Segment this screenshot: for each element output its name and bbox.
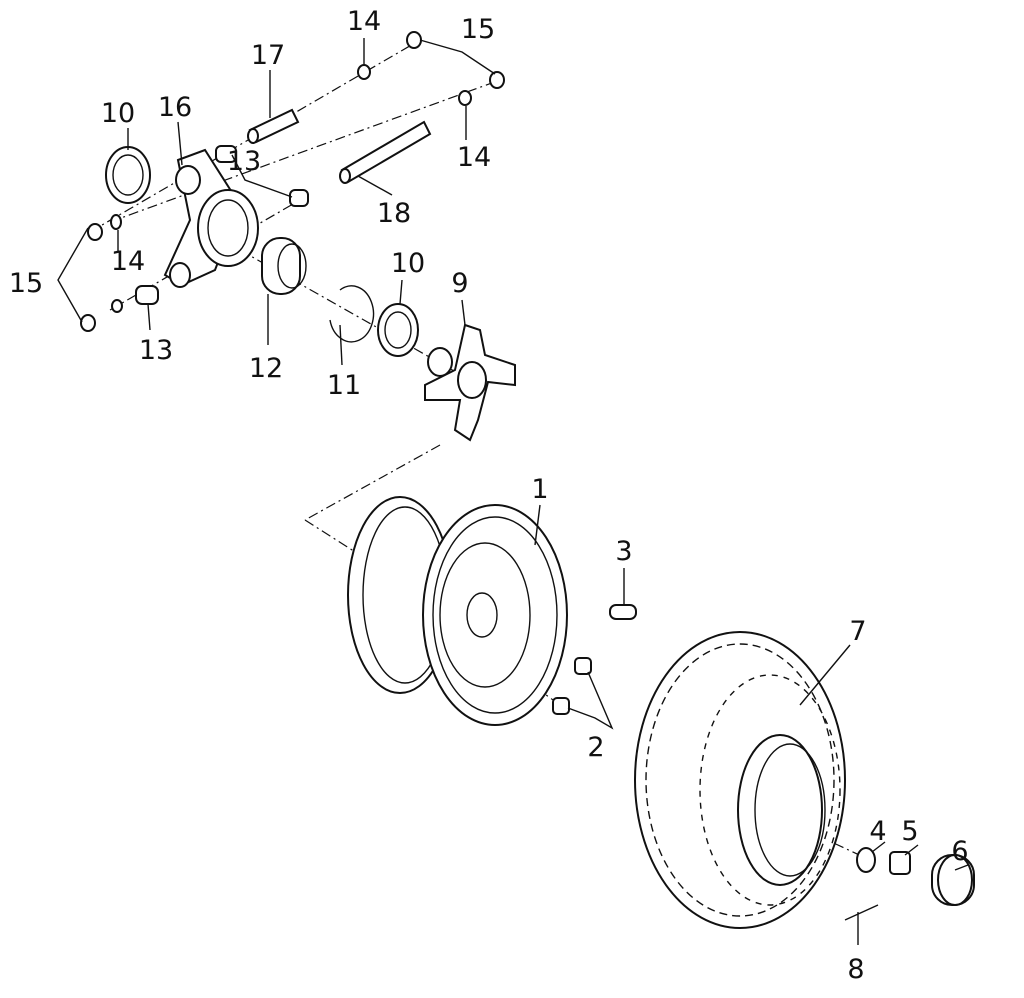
part-16-swing-arm: [163, 148, 259, 288]
part-10-seal: [377, 303, 419, 357]
part-2-nut: [552, 697, 570, 715]
part-3-valve: [609, 604, 637, 620]
leader-lines: [57, 38, 969, 945]
part-17-pin: [247, 108, 300, 144]
callout-18: 18: [377, 198, 411, 229]
callout-17: 17: [251, 40, 285, 71]
callout-14: 14: [457, 142, 491, 173]
callout-8: 8: [847, 954, 864, 985]
callout-2: 2: [587, 732, 604, 763]
callout-6: 6: [951, 836, 968, 867]
part-18-shaft: [339, 120, 432, 184]
part-11-circlip: [329, 285, 375, 343]
callout-13: 13: [227, 146, 261, 177]
callouts: 14 15 17 10 16 13 14 18 15 14 13 12 11 1…: [9, 6, 969, 985]
callout-11: 11: [327, 370, 361, 401]
callout-16: 16: [158, 92, 192, 123]
part-4-washer: [856, 847, 876, 873]
part-7-tire: [634, 631, 846, 929]
callout-7: 7: [849, 616, 866, 647]
callout-15: 15: [461, 14, 495, 45]
part-1-rim: [347, 496, 568, 726]
part-2-nut: [574, 657, 592, 675]
callout-10: 10: [101, 98, 135, 129]
callout-15: 15: [9, 268, 43, 299]
part-9-hub: [424, 323, 516, 442]
callout-5: 5: [901, 816, 918, 847]
callout-14: 14: [347, 6, 381, 37]
callout-1: 1: [531, 474, 548, 505]
small-parts: [80, 31, 505, 332]
callout-12: 12: [249, 353, 283, 384]
part-6-cap: [931, 854, 975, 906]
callout-3: 3: [615, 536, 632, 567]
part-12-bearing: [261, 237, 307, 295]
callout-4: 4: [869, 816, 886, 847]
callout-9: 9: [451, 268, 468, 299]
part-8-cotter-pin: [844, 904, 879, 921]
callout-10: 10: [391, 248, 425, 279]
callout-14: 14: [111, 246, 145, 277]
part-5-nut: [889, 851, 911, 875]
callout-13: 13: [139, 335, 173, 366]
